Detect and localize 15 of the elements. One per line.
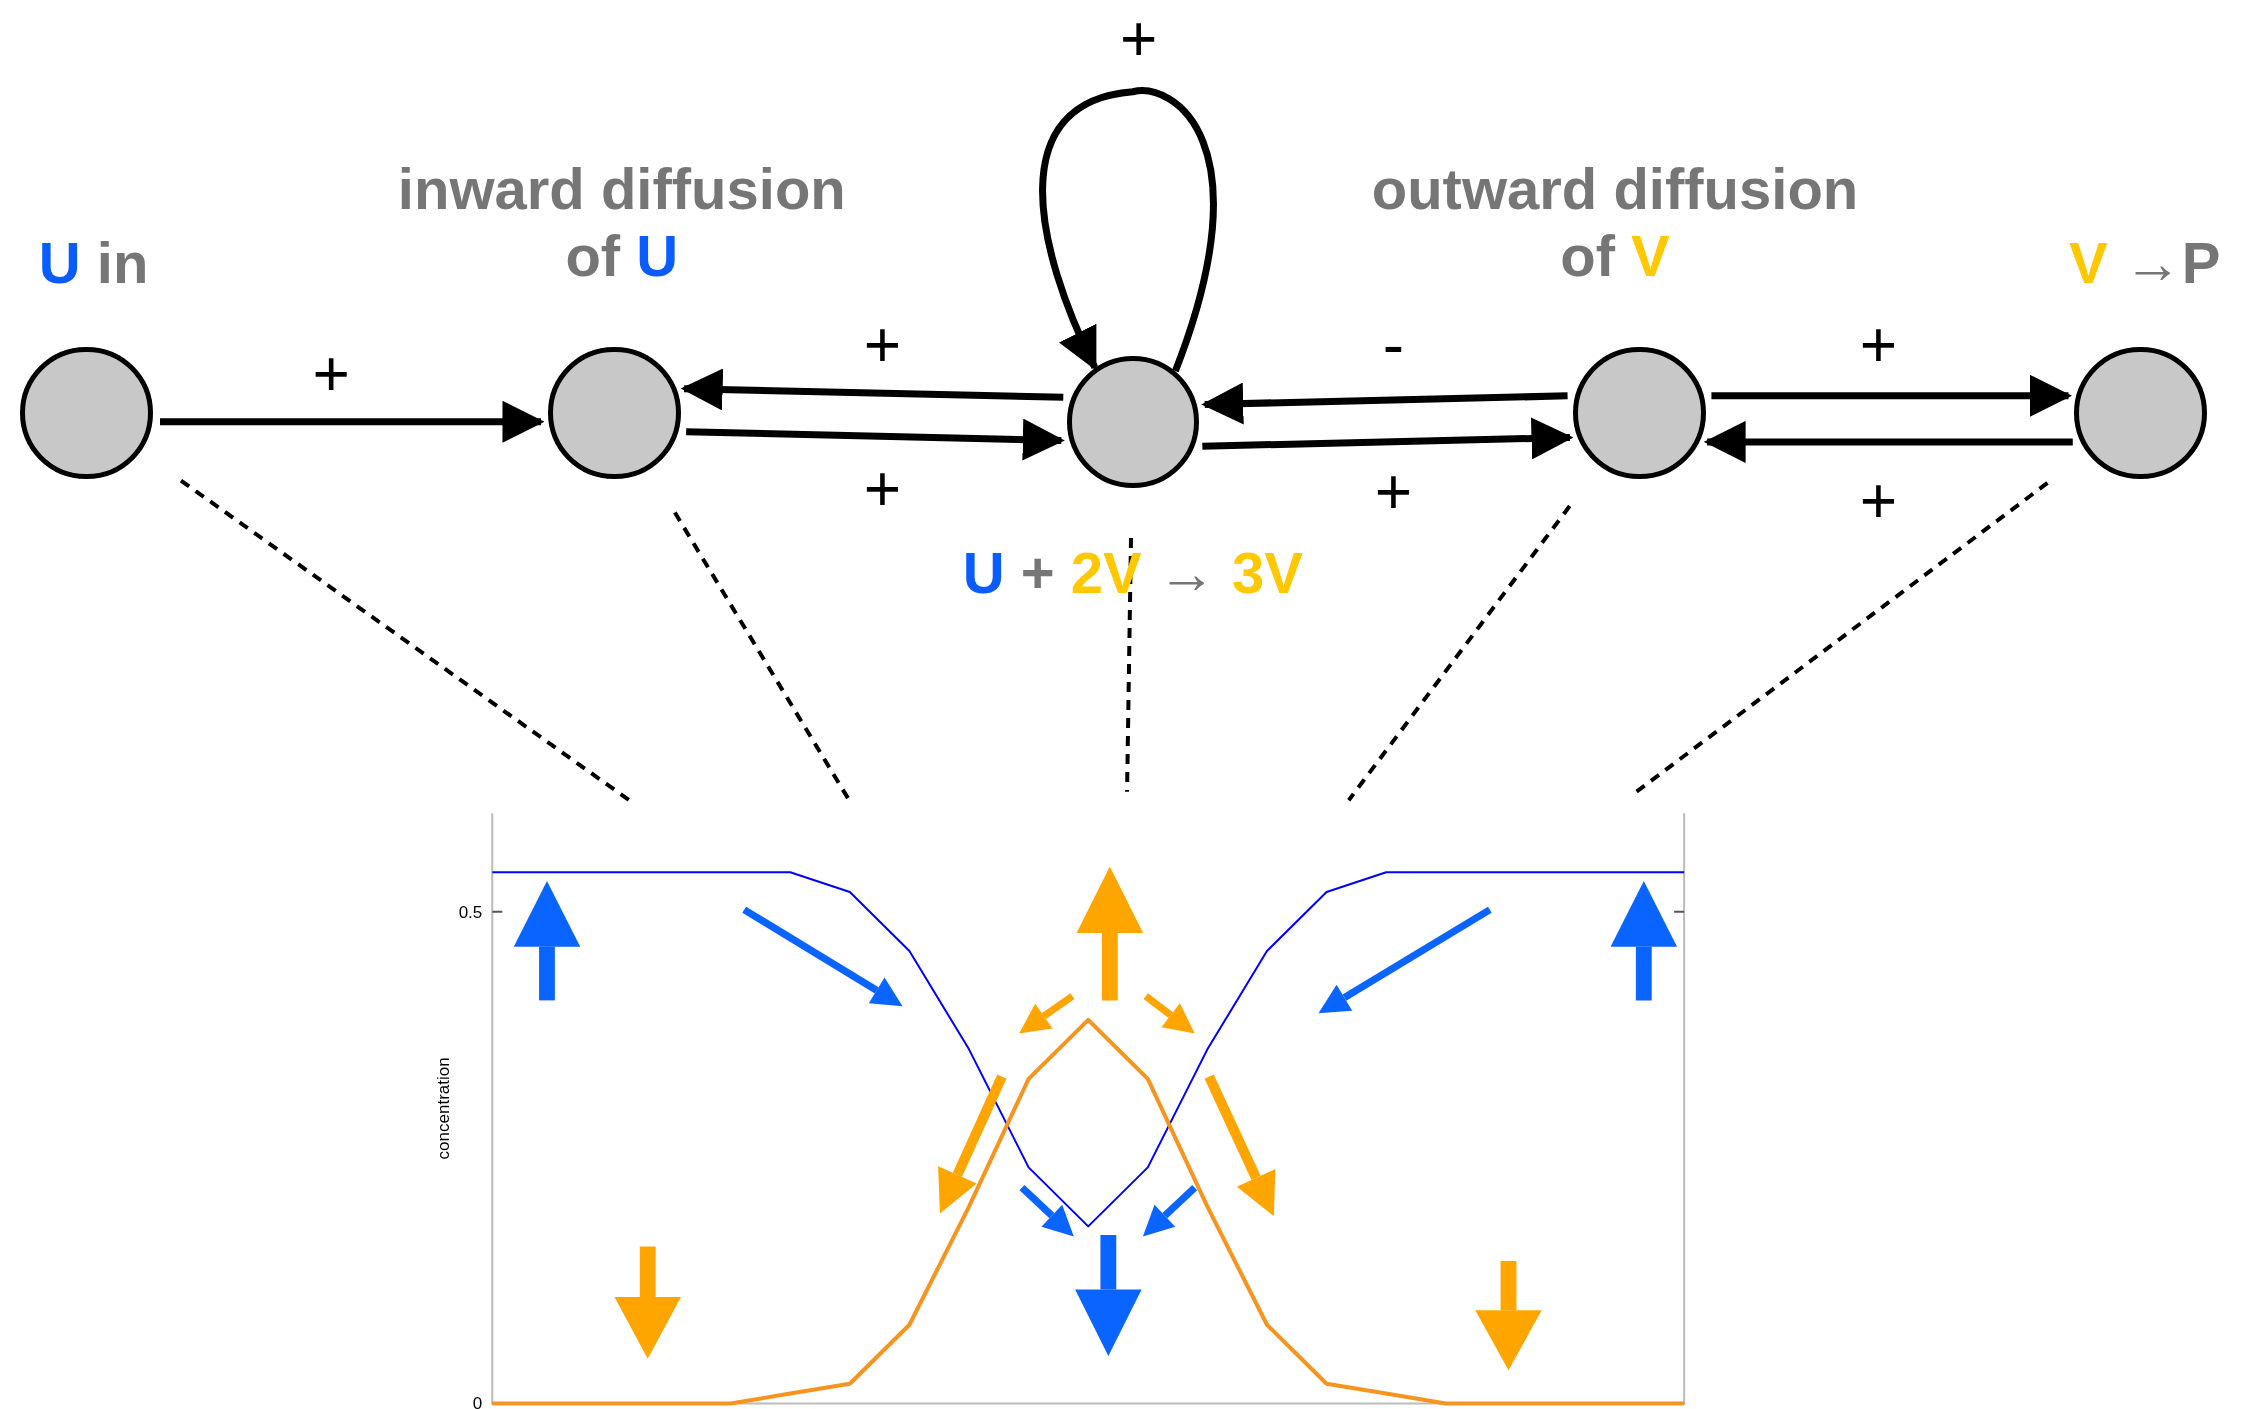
- leader-line: [1125, 537, 1133, 792]
- tick-label: 0.5: [458, 902, 483, 922]
- axis-title: concentration: [434, 1057, 454, 1160]
- node-label: V →P: [2067, 230, 2222, 297]
- tick-label: 0: [472, 1394, 483, 1409]
- arrow: [1039, 87, 1217, 373]
- leader-line: [1347, 504, 1572, 802]
- arrow: [680, 368, 1064, 411]
- node-label: U + 2V → 3V: [961, 539, 1304, 607]
- leader-line: [673, 511, 851, 802]
- arrow: [1703, 420, 2073, 463]
- leader-line: [1635, 481, 2049, 794]
- node-label: U in: [37, 230, 150, 297]
- node-label: outward diffusion of V: [1370, 156, 1860, 290]
- node-label: inward diffusion of U: [396, 156, 847, 290]
